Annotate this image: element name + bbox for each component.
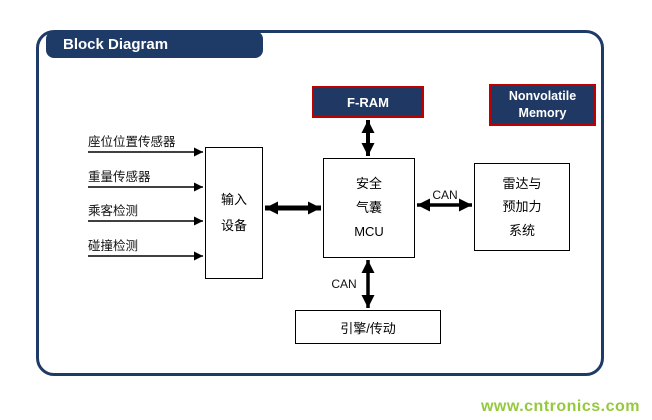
sensor-label-passenger: 乘客检测 xyxy=(88,204,139,218)
airbag-mcu-box: 安全 气囊 MCU xyxy=(323,158,415,258)
input-device-box: 输入 设备 xyxy=(205,147,263,279)
diagram-title-tab: Block Diagram xyxy=(46,31,263,58)
fram-box: F-RAM xyxy=(312,86,424,118)
can-bus-label-right: CAN xyxy=(432,188,458,202)
watermark-text: www.cntronics.com xyxy=(480,398,640,415)
sensor-label-collision: 碰撞检测 xyxy=(88,239,139,253)
sensor-label-weight: 重量传感器 xyxy=(88,170,151,184)
sensor-label-seat-position: 座位位置传感器 xyxy=(88,135,176,149)
nonvolatile-memory-box: Nonvolatile Memory xyxy=(489,84,596,126)
radar-pretension-box: 雷达与 预加力 系统 xyxy=(474,163,570,251)
engine-transmission-box: 引擎/传动 xyxy=(295,310,441,344)
can-bus-label-bottom: CAN xyxy=(331,277,357,291)
